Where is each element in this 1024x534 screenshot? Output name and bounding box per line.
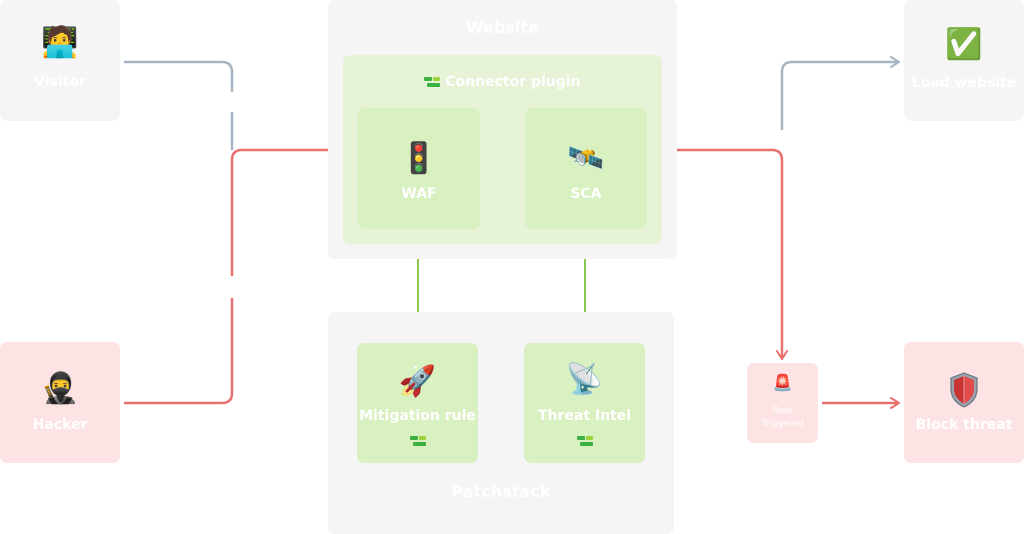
- shared-path-to-website: [230, 144, 342, 276]
- patchstack-logo-icon: [576, 435, 593, 446]
- check-mark-emoji: ✅: [945, 27, 983, 62]
- rule-triggered-label-1: Rule: [772, 406, 793, 416]
- waf-label: WAF: [401, 186, 437, 202]
- visitor-label: Visitor: [34, 74, 86, 90]
- threat-intel-node: 📡 Threat Intel: [524, 343, 645, 463]
- threat-logo-wrap: [524, 430, 645, 449]
- website-title: Website: [466, 18, 539, 37]
- siren-emoji: 🚨: [772, 373, 793, 392]
- block-threat-node: Block threat: [904, 342, 1024, 463]
- sca-node: 🛰️ SCA: [525, 108, 647, 229]
- satellite-emoji: 🛰️: [567, 141, 605, 176]
- mitigation-logo-wrap: [357, 430, 478, 449]
- rocket-emoji: 🚀: [398, 364, 437, 399]
- rule-triggered-node: 🚨 Rule Triggered: [747, 363, 818, 443]
- satellite-dish-emoji: 📡: [565, 362, 604, 397]
- hacker-node: 🥷 Hacker: [0, 342, 120, 463]
- visitor-node: 🧑‍💻 Visitor: [0, 0, 120, 121]
- mitigation-rule-node: 🚀 Mitigation rule: [357, 343, 478, 463]
- connector-plugin-label: Connector plugin: [445, 74, 581, 90]
- patchstack-title: Patchstack: [451, 482, 551, 501]
- visitor-to-website-line: [124, 60, 234, 92]
- patchstack-logo-icon: [409, 435, 426, 446]
- website-to-load-line: [780, 56, 900, 130]
- technologist-emoji: 🧑‍💻: [41, 25, 79, 60]
- mitigation-rule-label: Mitigation rule: [359, 408, 476, 424]
- waf-node: 🚦 WAF: [358, 108, 480, 229]
- rule-triggered-label-2: Triggered: [761, 419, 804, 429]
- block-threat-label: Block threat: [915, 417, 1013, 433]
- load-website-node: ✅ Load website: [904, 0, 1024, 121]
- website-to-rule-line: [665, 148, 788, 360]
- patchstack-logo-icon: [424, 77, 441, 87]
- connector-plugin-title: Connector plugin: [343, 74, 662, 90]
- threat-intel-label: Threat Intel: [537, 408, 632, 424]
- traffic-light-emoji: 🚦: [400, 141, 438, 176]
- hacker-to-website-line: [124, 298, 234, 405]
- ninja-emoji: 🥷: [41, 371, 79, 406]
- hacker-label: Hacker: [32, 417, 88, 433]
- sca-label: SCA: [570, 186, 602, 202]
- load-website-label: Load website: [911, 75, 1017, 91]
- shield-icon: [950, 372, 978, 408]
